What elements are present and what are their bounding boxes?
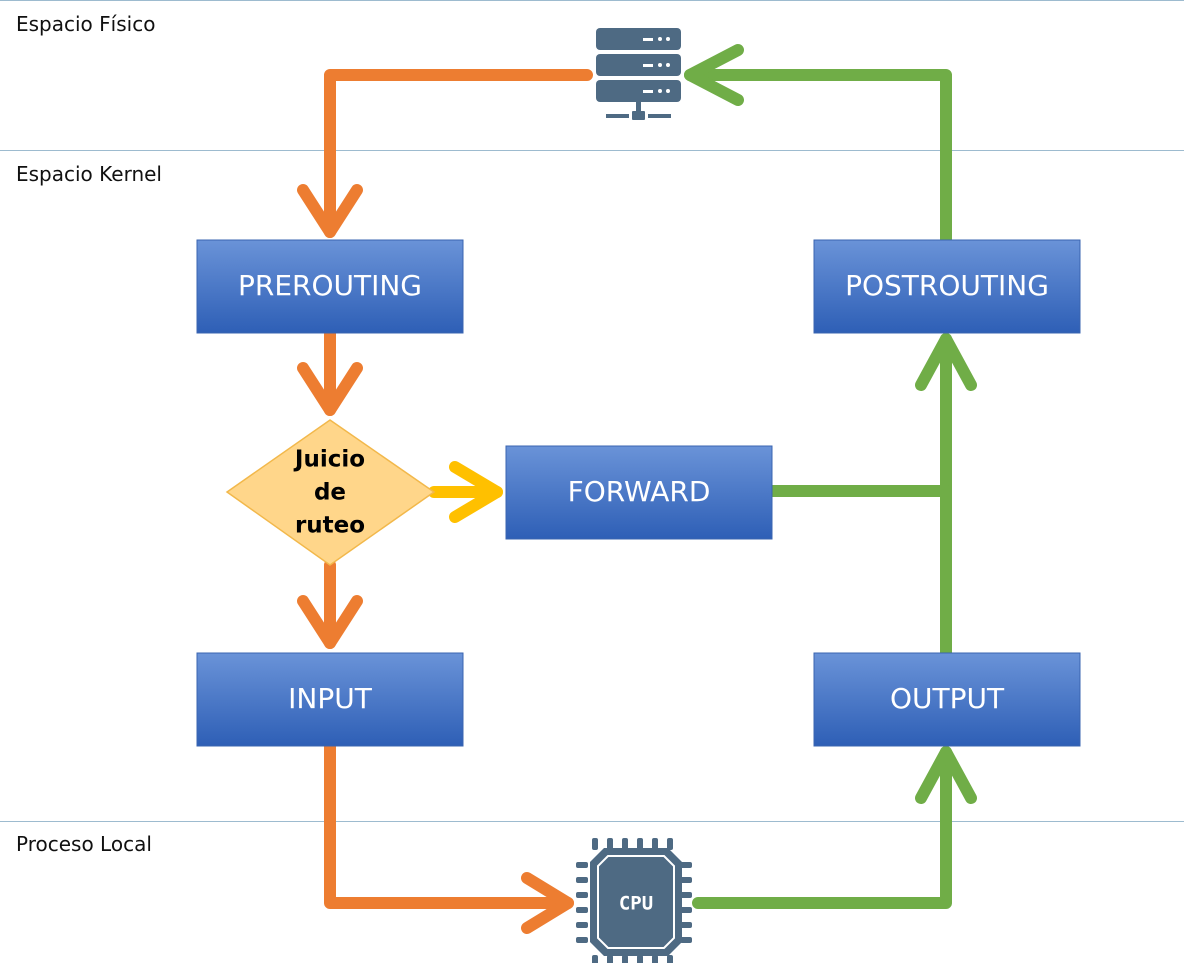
cpu-arrowhead (521, 872, 574, 934)
prerouting-arrowhead (297, 184, 363, 238)
routing-decision-diamond (225, 419, 436, 566)
cpu-chip-icon: CPU (576, 838, 692, 963)
cpu-to-output-line (692, 746, 952, 909)
input-box (196, 652, 464, 747)
decision-label-line-2: de (314, 480, 346, 506)
output-node: OUTPUT (813, 652, 1081, 747)
zone-divider-top (0, 0, 1184, 1)
server-icon (596, 28, 681, 120)
zone-label-local: Proceso Local (16, 832, 152, 856)
input-label: INPUT (288, 682, 373, 715)
zone-label-physical: Espacio Físico (16, 12, 156, 36)
postrouting-to-server-line (684, 69, 952, 246)
output-label: OUTPUT (890, 682, 1005, 715)
postrouting-box (813, 239, 1081, 334)
output-arrowhead (915, 746, 977, 804)
zone-divider-kernel (0, 150, 1184, 151)
decision-label-line-1: Juicio (293, 447, 365, 473)
zone-label-kernel: Espacio Kernel (16, 162, 162, 186)
input-arrowhead (297, 595, 363, 649)
input-node: INPUT (196, 652, 464, 747)
forward-path (428, 461, 503, 523)
server-to-prerouting-line (324, 69, 593, 238)
forward-box (505, 445, 773, 540)
decision-arrowhead (297, 362, 363, 416)
prerouting-box (196, 239, 464, 334)
output-box (813, 652, 1081, 747)
input-to-cpu-line (324, 741, 574, 909)
forward-label: FORWARD (568, 475, 711, 508)
decision-label-line-3: ruteo (295, 513, 365, 539)
routing-decision-node: Juicio de ruteo (225, 419, 436, 566)
cpu-label: CPU (619, 893, 653, 915)
forward-arrowhead (449, 461, 503, 523)
zone-divider-local (0, 821, 1184, 822)
prerouting-node: PREROUTING (196, 239, 464, 334)
server-arrowhead (684, 44, 744, 106)
postrouting-label: POSTROUTING (845, 269, 1049, 302)
incoming-path (297, 69, 593, 934)
outgoing-path (684, 44, 977, 909)
postrouting-node: POSTROUTING (813, 239, 1081, 334)
prerouting-label: PREROUTING (238, 269, 422, 302)
forward-node: FORWARD (505, 445, 773, 540)
postrouting-arrowhead (915, 333, 977, 391)
